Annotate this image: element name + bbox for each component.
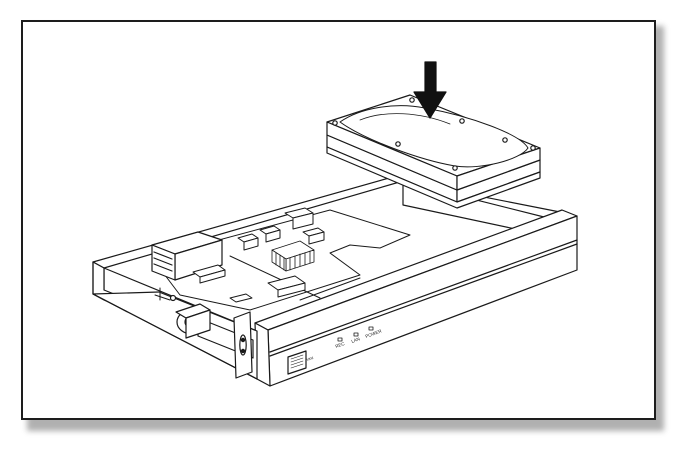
led-label-lan: LAN (351, 336, 361, 344)
usb-label: vxu (306, 355, 315, 362)
down-arrow-icon (413, 61, 447, 119)
heatsink (271, 240, 315, 272)
led-label-rec: REC (335, 341, 346, 349)
bracket (233, 311, 253, 379)
ethernet-port (151, 231, 223, 281)
power-jack (154, 287, 211, 339)
chips (192, 207, 325, 303)
hard-drive (326, 94, 541, 209)
led-indicators (337, 326, 374, 342)
usb-port (287, 350, 307, 375)
led-label-power: POWER (365, 328, 383, 339)
